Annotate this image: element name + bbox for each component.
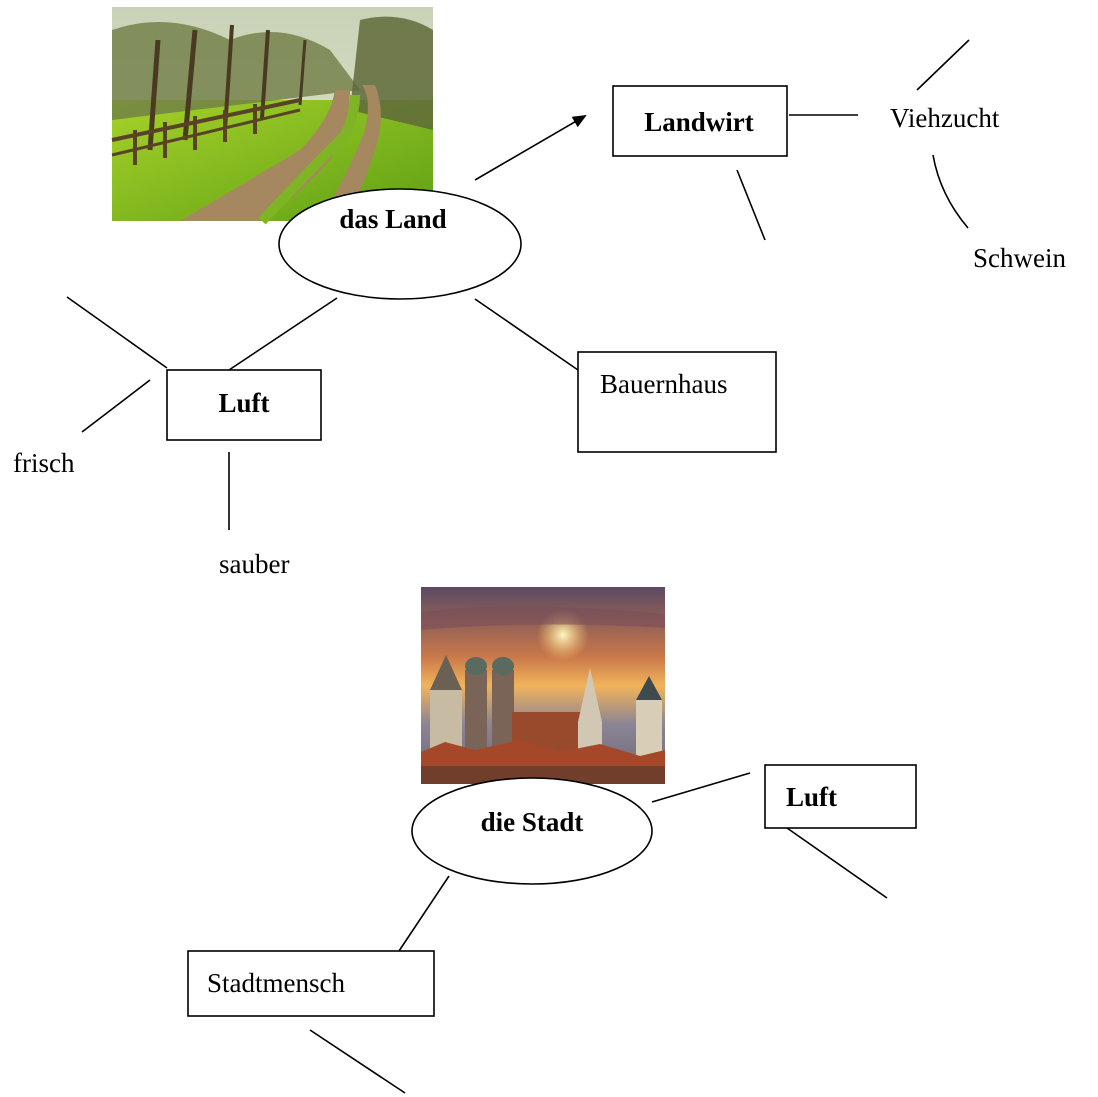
- node-stadtmensch: Stadtmensch: [187, 950, 435, 1017]
- land-connectors: [66, 39, 970, 530]
- arrow-to-landwirt: [474, 114, 587, 181]
- das-land-label: das Land: [339, 204, 446, 234]
- node-die-stadt: die Stadt: [411, 777, 653, 885]
- line-stadtluft-branch: [786, 827, 888, 899]
- die-stadt-label: die Stadt: [481, 807, 584, 837]
- landwirt-label: Landwirt: [644, 107, 754, 137]
- line-stadt-luft: [651, 772, 751, 803]
- city-skyline-photo: [421, 587, 665, 784]
- stadtmensch-label: Stadtmensch: [207, 968, 345, 998]
- luft-land-label: Luft: [218, 388, 269, 418]
- luft-stadt-label: Luft: [786, 782, 837, 812]
- node-das-land: das Land: [278, 188, 522, 300]
- schwein-label: Schwein: [973, 243, 1066, 273]
- node-bauernhaus: Bauernhaus: [577, 351, 777, 453]
- line-luft-frisch: [81, 379, 151, 433]
- line-land-bauernhaus: [474, 298, 579, 371]
- line-land-luft: [228, 297, 338, 371]
- sauber-label: sauber: [219, 549, 289, 579]
- node-luft-land: Luft: [166, 369, 322, 441]
- line-viehzucht-schwein: [932, 154, 969, 229]
- stadt-connectors: [309, 772, 888, 1094]
- line-viehzucht-branch: [916, 39, 970, 91]
- line-stadtmensch-branch: [309, 1029, 406, 1094]
- frisch-label: frisch: [13, 448, 75, 478]
- line-luft-branch: [66, 296, 168, 369]
- countryside-photo: [111, 7, 433, 225]
- line-landwirt-branch: [736, 169, 766, 241]
- line-stadt-stadtmensch: [398, 875, 450, 952]
- node-luft-stadt: Luft: [764, 764, 917, 829]
- viehzucht-label: Viehzucht: [890, 103, 1000, 133]
- node-landwirt: Landwirt: [612, 85, 788, 157]
- bauernhaus-label: Bauernhaus: [600, 369, 727, 399]
